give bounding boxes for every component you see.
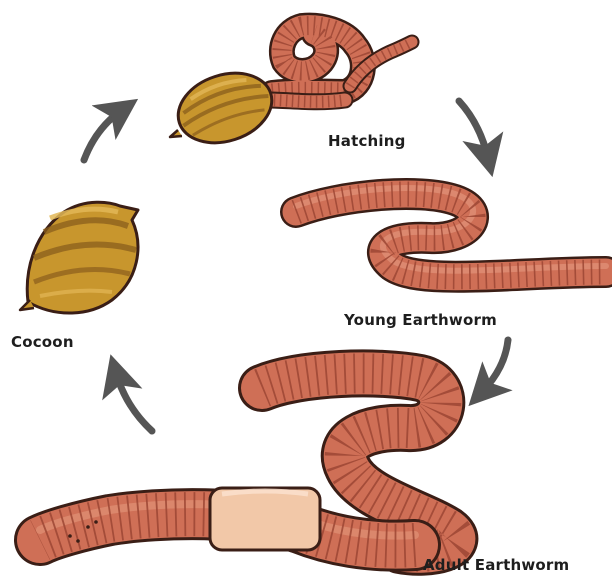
cocoon-illustration [20,202,138,313]
arrow-hatching-to-young [459,101,488,158]
arrow-adult-to-cocoon [116,373,152,431]
adult-earthworm-illustration [40,373,454,551]
label-adult-earthworm: Adult Earthworm [423,556,569,574]
label-hatching: Hatching [328,132,406,150]
label-cocoon: Cocoon [11,333,74,351]
label-young-earthworm: Young Earthworm [344,311,497,329]
arrow-cocoon-to-hatching [84,110,122,160]
young-earthworm-illustration [296,188,606,277]
arrow-young-to-adult [482,340,508,392]
clitellum-band [210,488,320,550]
